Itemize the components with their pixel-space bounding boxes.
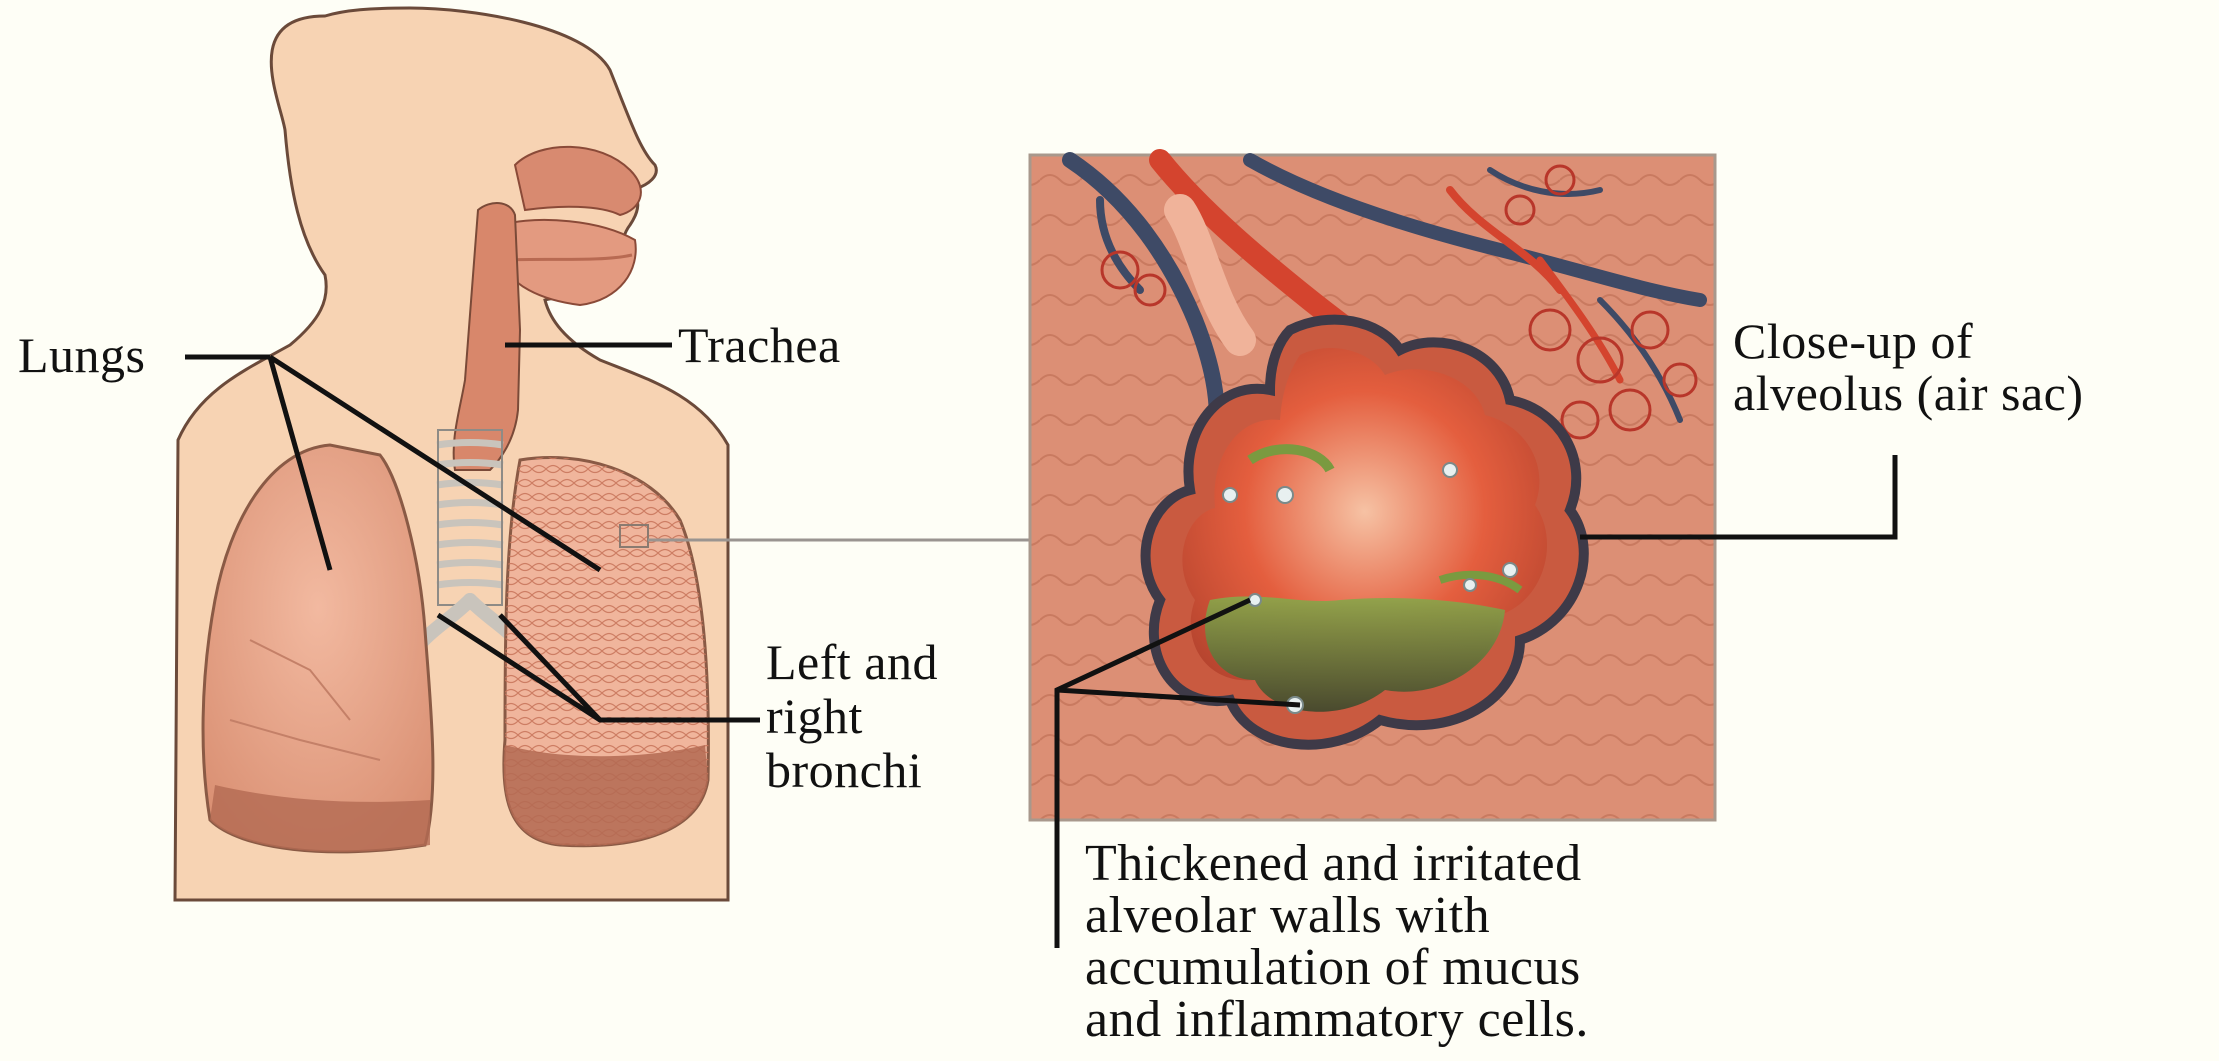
human-torso-illustration <box>175 8 728 900</box>
caption-line-2: alveolar walls with <box>1085 890 1589 942</box>
alveolus-closeup-illustration <box>1030 155 1715 820</box>
label-caption: Thickened and irritated alveolar walls w… <box>1085 838 1589 1046</box>
label-lungs: Lungs <box>18 330 146 380</box>
caption-line-3: accumulation of mucus <box>1085 942 1589 994</box>
label-bronchi: Left and right bronchi <box>766 635 938 797</box>
caption-line-4: and inflammatory cells. <box>1085 994 1589 1046</box>
label-trachea: Trachea <box>678 320 841 370</box>
label-bronchi-line-1: Left and <box>766 635 938 689</box>
label-alveolus: Close-up of alveolus (air sac) <box>1733 315 2084 419</box>
label-bronchi-line-3: bronchi <box>766 743 938 797</box>
label-alveolus-line-2: alveolus (air sac) <box>1733 367 2084 419</box>
caption-line-1: Thickened and irritated <box>1085 838 1589 890</box>
label-alveolus-line-1: Close-up of <box>1733 315 2084 367</box>
label-bronchi-line-2: right <box>766 689 938 743</box>
